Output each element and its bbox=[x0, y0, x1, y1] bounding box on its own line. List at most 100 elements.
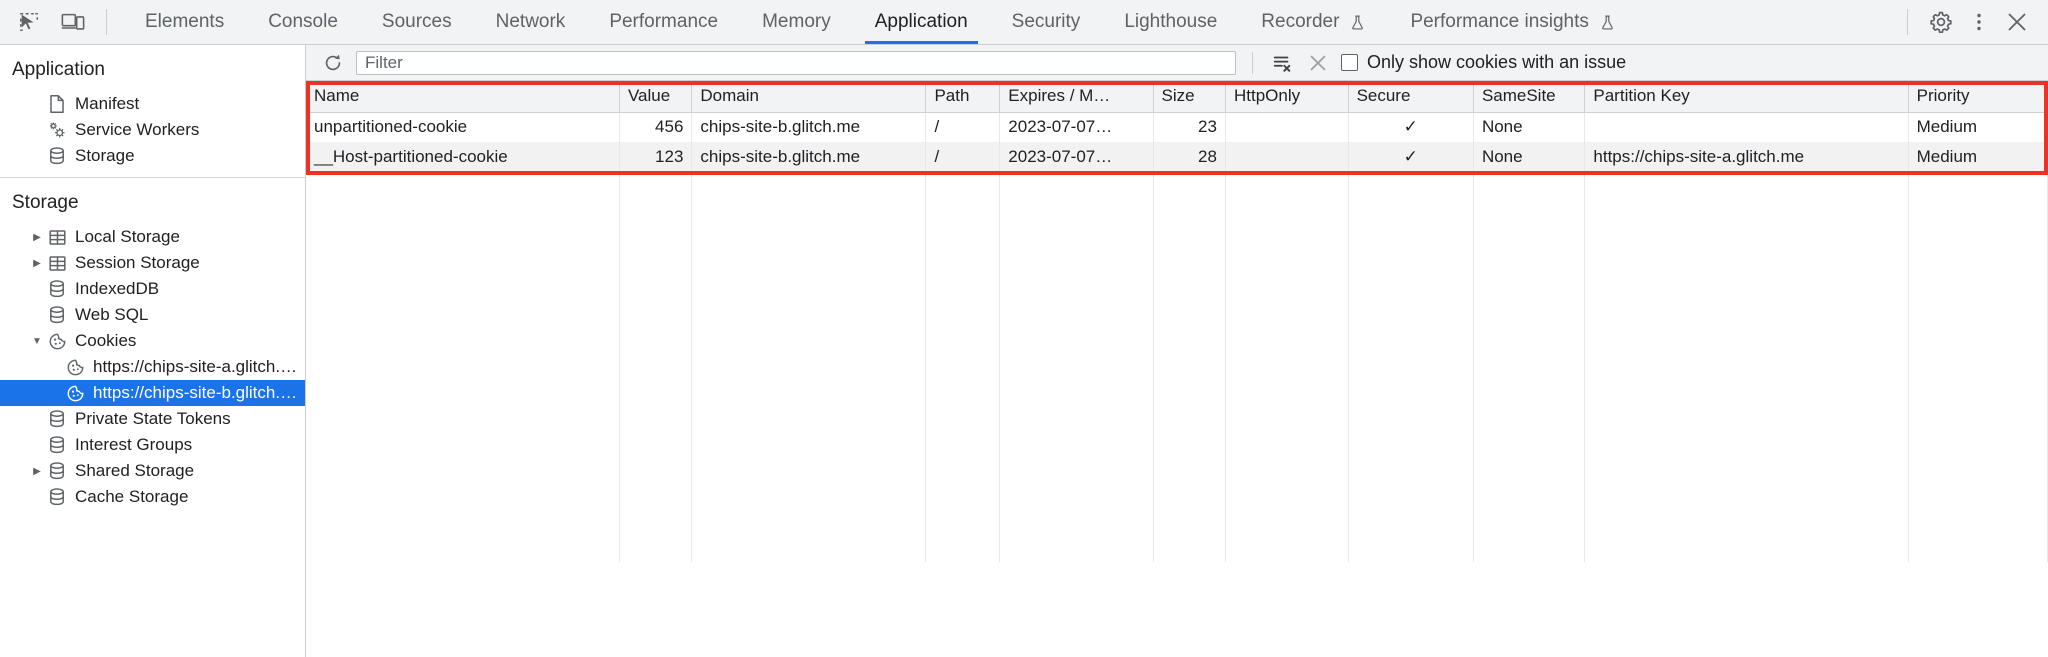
cell-value: 123 bbox=[619, 142, 693, 172]
cell-empty bbox=[306, 352, 620, 382]
cell-empty bbox=[306, 442, 620, 472]
cell-empty bbox=[619, 202, 693, 232]
cell-domain: chips-site-b.glitch.me bbox=[691, 142, 927, 172]
column-header-priority[interactable]: Priority bbox=[1908, 81, 2048, 113]
cell-empty bbox=[306, 322, 620, 352]
sidebar-item-local-storage[interactable]: ▶Local Storage bbox=[0, 224, 305, 250]
cell-empty bbox=[999, 292, 1154, 322]
cell-empty bbox=[1473, 532, 1586, 562]
gear-icon[interactable] bbox=[1924, 5, 1958, 39]
tab-label: Recorder bbox=[1261, 11, 1340, 32]
sidebar-item-label: Shared Storage bbox=[75, 461, 195, 480]
column-header-secure[interactable]: Secure bbox=[1348, 81, 1474, 113]
tab-performance[interactable]: Performance bbox=[587, 0, 740, 44]
column-header-size[interactable]: Size bbox=[1153, 81, 1226, 113]
sidebar-section-title: Application bbox=[12, 59, 105, 80]
cell-empty bbox=[1584, 442, 1909, 472]
experimental-flask-icon bbox=[1347, 14, 1366, 31]
tab-sources[interactable]: Sources bbox=[360, 0, 474, 44]
table-empty-row bbox=[306, 322, 2048, 352]
device-toolbar-icon[interactable] bbox=[56, 5, 90, 39]
column-header-samesite[interactable]: SameSite bbox=[1473, 81, 1586, 113]
cell-path: / bbox=[925, 142, 1001, 172]
cell-empty bbox=[1473, 202, 1586, 232]
only-show-issues-checkbox[interactable]: Only show cookies with an issue bbox=[1341, 52, 1626, 73]
tab-elements[interactable]: Elements bbox=[123, 0, 246, 44]
sidebar-item-label: Interest Groups bbox=[75, 435, 193, 454]
checkbox-box[interactable] bbox=[1341, 54, 1358, 71]
cell-empty bbox=[1225, 202, 1349, 232]
cell-name: unpartitioned-cookie bbox=[306, 112, 620, 142]
cell-empty bbox=[691, 382, 927, 412]
sidebar-item-web-sql[interactable]: Web SQL bbox=[0, 302, 305, 328]
sidebar-item-storage[interactable]: Storage bbox=[0, 143, 305, 169]
close-icon[interactable] bbox=[2000, 5, 2034, 39]
cell-empty bbox=[619, 472, 693, 502]
refresh-icon[interactable] bbox=[320, 50, 346, 76]
sidebar-item-service-workers[interactable]: Service Workers bbox=[0, 117, 305, 143]
inspect-element-icon[interactable] bbox=[12, 5, 46, 39]
cell-empty bbox=[999, 262, 1154, 292]
column-header-path[interactable]: Path bbox=[925, 81, 1001, 113]
sidebar-item-indexeddb[interactable]: IndexedDB bbox=[0, 276, 305, 302]
filter-input[interactable]: Filter bbox=[356, 50, 1236, 75]
clear-all-cookies-icon[interactable] bbox=[1269, 50, 1295, 76]
sidebar-item-private-state-tokens[interactable]: Private State Tokens bbox=[0, 406, 305, 432]
cell-empty bbox=[925, 502, 1001, 532]
column-header-partition-key[interactable]: Partition Key bbox=[1584, 81, 1909, 113]
cell-empty bbox=[691, 232, 927, 262]
experimental-flask-icon bbox=[1597, 14, 1616, 31]
sidebar-item-cookies[interactable]: ▼Cookies bbox=[0, 328, 305, 354]
cell-empty bbox=[1153, 232, 1226, 262]
sidebar-item-https-chips-site-b-glitch-me[interactable]: https://chips-site-b.glitch.me bbox=[0, 380, 305, 406]
column-header-httponly[interactable]: HttpOnly bbox=[1225, 81, 1349, 113]
sidebar-item-label: Storage bbox=[75, 146, 135, 165]
tab-network[interactable]: Network bbox=[474, 0, 588, 44]
cell-empty bbox=[306, 532, 620, 562]
tab-label: Network bbox=[495, 11, 566, 32]
cell-empty bbox=[1473, 412, 1586, 442]
tab-recorder[interactable]: Recorder bbox=[1239, 0, 1388, 44]
kebab-menu-icon[interactable] bbox=[1962, 5, 1996, 39]
chevron-right-icon[interactable]: ▶ bbox=[33, 465, 41, 477]
sidebar-item-manifest[interactable]: Manifest bbox=[0, 91, 305, 117]
sidebar-item-https-chips-site-a-glitch-me[interactable]: https://chips-site-a.glitch.me bbox=[0, 354, 305, 380]
delete-selected-cookie-icon[interactable] bbox=[1305, 50, 1331, 76]
column-header-domain[interactable]: Domain bbox=[691, 81, 927, 113]
tab-memory[interactable]: Memory bbox=[740, 0, 853, 44]
sidebar-item-interest-groups[interactable]: Interest Groups bbox=[0, 432, 305, 458]
cell-empty bbox=[1348, 382, 1474, 412]
tab-label: Performance insights bbox=[1410, 11, 1589, 32]
table-empty-row bbox=[306, 412, 2048, 442]
tab-lighthouse[interactable]: Lighthouse bbox=[1102, 0, 1239, 44]
cell-empty bbox=[1584, 532, 1909, 562]
cell-empty bbox=[925, 232, 1001, 262]
tab-application[interactable]: Application bbox=[853, 0, 990, 44]
chevron-right-icon[interactable]: ▶ bbox=[33, 257, 41, 269]
cell-empty bbox=[619, 292, 693, 322]
cell-empty bbox=[1225, 412, 1349, 442]
cell-empty bbox=[1225, 442, 1349, 472]
cell-empty bbox=[1908, 322, 2048, 352]
tab-console[interactable]: Console bbox=[246, 0, 360, 44]
cell-empty bbox=[1153, 172, 1226, 202]
service-workers-gears-icon bbox=[46, 120, 68, 140]
cell-empty bbox=[925, 292, 1001, 322]
cell-empty bbox=[619, 502, 693, 532]
cell-empty bbox=[619, 532, 693, 562]
column-header-value[interactable]: Value bbox=[619, 81, 693, 113]
sidebar-item-cache-storage[interactable]: Cache Storage bbox=[0, 484, 305, 510]
tab-security[interactable]: Security bbox=[990, 0, 1103, 44]
sidebar-item-shared-storage[interactable]: ▶ Shared Storage bbox=[0, 458, 305, 484]
column-header-name[interactable]: Name bbox=[306, 81, 620, 113]
chevron-right-icon[interactable]: ▶ bbox=[33, 231, 41, 243]
tab-performance-insights[interactable]: Performance insights bbox=[1388, 0, 1637, 44]
chevron-down-icon[interactable]: ▼ bbox=[32, 335, 42, 347]
column-header-expires-m[interactable]: Expires / M… bbox=[999, 81, 1154, 113]
sidebar-item-session-storage[interactable]: ▶Session Storage bbox=[0, 250, 305, 276]
